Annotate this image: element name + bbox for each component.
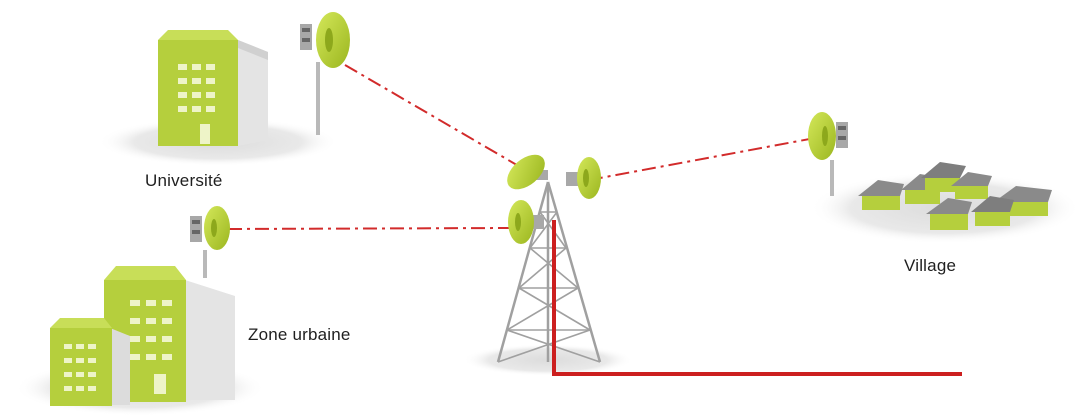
- village-dish-antenna: [808, 112, 848, 196]
- radio-links: [227, 64, 816, 230]
- link-village-tower: [599, 137, 816, 179]
- dish-antenna-icon: [190, 206, 230, 278]
- urban-buildings-icon: [50, 266, 235, 406]
- link-university-tower: [344, 64, 523, 169]
- label-universite: Université: [145, 171, 223, 190]
- link-urban-tower: [227, 227, 511, 230]
- dish-antenna-icon: [300, 12, 350, 135]
- village-houses-icon: [858, 162, 1052, 230]
- dish-antenna-icon: [507, 154, 601, 244]
- label-zone-urbaine: Zone urbaine: [248, 325, 351, 344]
- transmission-tower-icon: [496, 181, 602, 363]
- backbone-cable: [552, 220, 962, 376]
- label-village: Village: [904, 256, 957, 275]
- university-building-icon: [158, 30, 268, 146]
